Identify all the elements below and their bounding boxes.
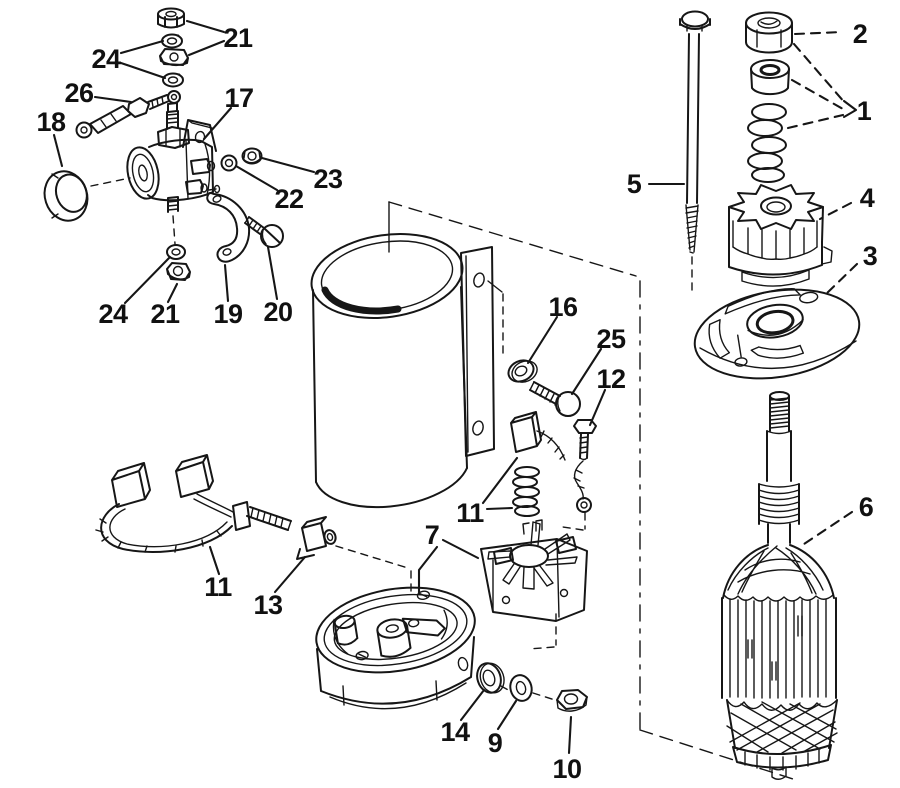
part-bushing-14 <box>476 662 505 694</box>
part-end-plate <box>693 288 861 380</box>
part-pinion-spring <box>747 103 787 183</box>
label-25: 25 <box>596 324 626 354</box>
callout-12: 12 <box>588 364 626 427</box>
part-spacer-bushing <box>750 59 790 96</box>
label-24-top: 24 <box>91 44 121 74</box>
label-2: 2 <box>853 19 868 49</box>
callout-7: 7 <box>417 520 480 596</box>
callout-18: 18 <box>36 107 66 168</box>
callout-24-top: 24 <box>91 39 167 80</box>
part-insulator-13 <box>296 516 412 593</box>
part-brush-plate <box>480 519 588 650</box>
part-nut-10 <box>556 689 588 712</box>
part-washer-22 <box>220 154 238 172</box>
label-22: 22 <box>274 184 303 214</box>
callout-22: 22 <box>234 164 304 214</box>
part-nut-2 <box>745 11 793 54</box>
label-13: 13 <box>253 590 283 620</box>
label-21-bottom: 21 <box>150 299 180 329</box>
callout-11-center: 11 <box>456 456 519 528</box>
callout-4: 4 <box>818 183 875 221</box>
label-21-top: 21 <box>223 23 253 53</box>
label-24-bottom: 24 <box>98 299 128 329</box>
callout-20: 20 <box>263 245 293 327</box>
callout-1: 1 <box>786 42 872 130</box>
callout-5: 5 <box>627 169 686 199</box>
callout-10: 10 <box>552 715 582 784</box>
part-washer-24-lower <box>166 244 186 260</box>
arrowhead-1 <box>842 99 858 119</box>
callout-24-bottom: 24 <box>98 255 172 329</box>
callouts: 1 2 3 4 5 6 7 9 <box>36 19 878 784</box>
label-10: 10 <box>552 754 581 784</box>
label-11-left: 11 <box>204 572 232 602</box>
label-23: 23 <box>313 164 343 194</box>
part-bolt-25 <box>529 381 581 417</box>
callout-9: 9 <box>488 699 518 758</box>
part-nut-21-lower <box>166 262 191 281</box>
part-strap <box>206 192 251 263</box>
assembly-boundary-dashes <box>388 201 794 780</box>
callout-26: 26 <box>64 78 133 108</box>
callout-6: 6 <box>799 492 874 548</box>
callout-21-top: 21 <box>185 19 253 57</box>
callout-11-left: 11 <box>204 545 233 602</box>
part-screw-12-with-lead <box>562 419 597 531</box>
label-20: 20 <box>263 297 292 327</box>
label-11-center: 11 <box>456 498 484 528</box>
part-washer-16 <box>507 359 538 383</box>
label-14: 14 <box>440 717 470 747</box>
part-strap-screw <box>244 216 284 248</box>
callout-14: 14 <box>440 688 486 747</box>
part-brush-center <box>510 411 566 517</box>
part-solenoid <box>126 102 221 245</box>
part-pinion-gear <box>728 184 833 287</box>
callout-19: 19 <box>213 263 243 329</box>
hardware-alignment-dashes <box>500 685 556 701</box>
callout-17: 17 <box>202 83 254 141</box>
part-terminal-stud <box>75 94 170 139</box>
label-18: 18 <box>36 107 66 137</box>
part-end-cap <box>315 586 476 710</box>
label-19: 19 <box>213 299 243 329</box>
part-brush-set <box>95 454 292 553</box>
label-12: 12 <box>596 364 625 394</box>
label-7: 7 <box>425 520 440 550</box>
part-frame-cylinder <box>310 233 504 509</box>
callout-3: 3 <box>821 241 878 299</box>
label-4: 4 <box>860 183 875 213</box>
callout-23: 23 <box>260 156 343 194</box>
callout-13: 13 <box>253 555 307 620</box>
part-nut-23 <box>241 147 263 165</box>
label-16: 16 <box>548 292 578 322</box>
callout-25: 25 <box>570 324 626 396</box>
callout-16: 16 <box>526 292 578 365</box>
part-through-bolt <box>679 10 711 254</box>
part-armature <box>721 391 838 780</box>
part-solenoid-fastener-stack <box>157 7 189 104</box>
part-washer-9 <box>509 674 533 702</box>
label-9: 9 <box>488 728 503 758</box>
label-6: 6 <box>859 492 874 522</box>
label-1: 1 <box>857 96 872 126</box>
callout-21-bottom: 21 <box>150 282 180 329</box>
part-rubber-cap <box>43 170 131 222</box>
callout-2: 2 <box>793 19 868 49</box>
label-26: 26 <box>64 78 94 108</box>
label-5: 5 <box>627 169 642 199</box>
label-3: 3 <box>863 241 878 271</box>
label-17: 17 <box>224 83 253 113</box>
